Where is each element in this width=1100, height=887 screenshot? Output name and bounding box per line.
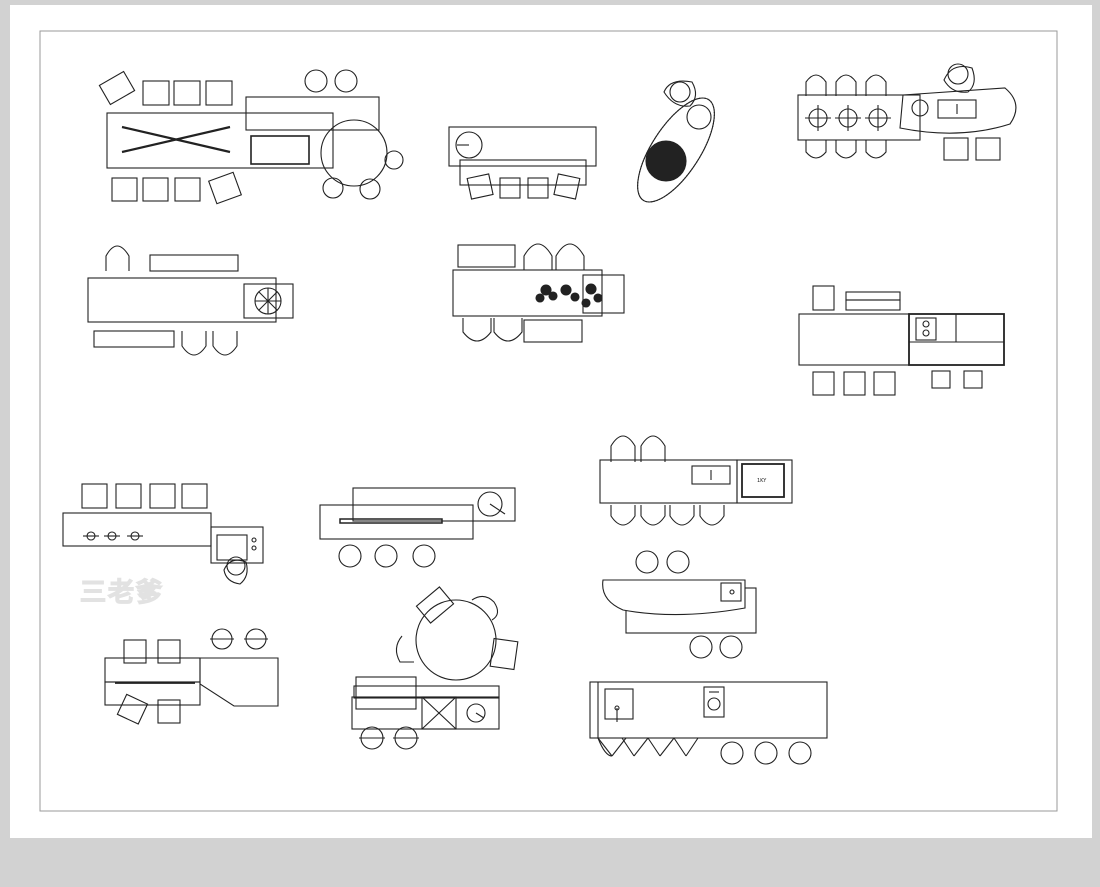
- sink-label: 1KY: [757, 478, 767, 484]
- bar-counter-round-sink: [448, 126, 597, 200]
- bar-with-sink-bowls: 1KY: [599, 435, 793, 526]
- round-table-kitchen: [351, 586, 519, 750]
- bar-counter-person-sink: [797, 63, 1017, 161]
- cooktop-counter-person: [62, 483, 264, 585]
- curved-island-stools: [104, 628, 279, 725]
- drawing-frame: [39, 30, 1058, 812]
- long-counter-stools: [589, 681, 828, 765]
- watermark-text: 三老爹: [80, 578, 164, 608]
- curved-bar-counter: [602, 550, 757, 659]
- island-with-cooktop: [798, 285, 1005, 396]
- island-with-plant: [87, 245, 294, 356]
- paper-sheet: [10, 5, 1092, 838]
- counter-with-round-sink: [319, 487, 516, 568]
- oval-table-with-person: [637, 80, 715, 203]
- island-with-plants-chairs: [452, 243, 625, 343]
- kitchen-island-cross-table: [98, 69, 404, 205]
